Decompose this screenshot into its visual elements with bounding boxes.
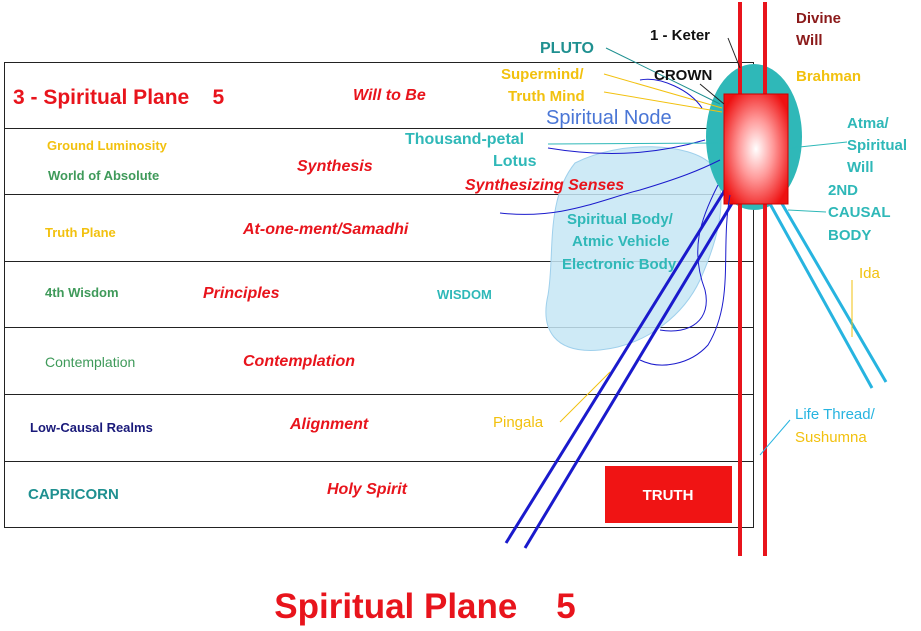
atma-label: Atma/ bbox=[847, 115, 890, 132]
row-3-center: At-one-ment/Samadhi bbox=[242, 221, 409, 238]
spiritual-label: Spiritual bbox=[847, 137, 907, 154]
row-3-left: Truth Plane bbox=[45, 225, 116, 240]
lotus-label: Lotus bbox=[493, 153, 537, 170]
keter-label: 1 - Keter bbox=[650, 27, 710, 44]
cyan-channel-line bbox=[779, 201, 888, 383]
pingala-label: Pingala bbox=[493, 414, 544, 431]
row-6-left: Low-Causal Realms bbox=[30, 420, 153, 435]
row-4-center: Principles bbox=[203, 285, 280, 302]
page-title: Spiritual Plane 5 bbox=[274, 587, 575, 626]
spiritual-body-label: Spiritual Body/ bbox=[567, 211, 674, 228]
pingala-leader bbox=[559, 371, 611, 423]
truth-badge bbox=[605, 466, 732, 523]
truth-mind-leader bbox=[603, 91, 723, 113]
synthesizing-senses-label: Synthesizing Senses bbox=[465, 177, 624, 194]
synthesizing-leader bbox=[499, 159, 721, 215]
row-2-center: Synthesis bbox=[297, 158, 373, 175]
atma-will-label: Will bbox=[847, 159, 874, 176]
supermind-label: Supermind/ bbox=[501, 66, 584, 83]
pluto-label: PLUTO bbox=[540, 40, 594, 57]
truth-badge-label: TRUTH bbox=[643, 487, 694, 504]
spiritual-body-shape bbox=[545, 146, 722, 351]
row-5-center: Contemplation bbox=[243, 353, 355, 370]
life-thread-leader bbox=[759, 419, 791, 456]
pluto-leader bbox=[605, 47, 721, 105]
life-thread-label: Life Thread/ bbox=[795, 406, 876, 423]
ida-label: Ida bbox=[859, 265, 881, 282]
row-7-left: CAPRICORN bbox=[28, 486, 119, 503]
blue-channel-line bbox=[504, 189, 727, 544]
row-2-left: Ground Luminosity bbox=[47, 138, 168, 153]
atmic-vehicle-label: Atmic Vehicle bbox=[572, 233, 670, 250]
electronic-body-label: Electronic Body bbox=[562, 256, 677, 273]
thousand-petal-label: Thousand-petal bbox=[405, 131, 524, 148]
leader-lines bbox=[499, 37, 853, 456]
row-4-left: 4th Wisdom bbox=[45, 285, 119, 300]
causal-leader bbox=[787, 209, 827, 213]
truth-mind-label: Truth Mind bbox=[508, 88, 585, 105]
cyan-channel-line bbox=[767, 201, 874, 389]
crown-leader bbox=[699, 83, 725, 105]
causal-label: CAUSAL bbox=[828, 204, 891, 221]
row-1-left: 3 - Spiritual Plane 5 bbox=[13, 86, 225, 109]
supermind-leader bbox=[603, 73, 723, 109]
channels bbox=[504, 2, 888, 556]
lotus-leader bbox=[547, 142, 721, 145]
body-label: BODY bbox=[828, 227, 871, 244]
will-label: Will bbox=[796, 32, 823, 49]
keter-leader bbox=[727, 37, 741, 69]
row-5-left: Contemplation bbox=[45, 354, 135, 370]
spiritual-body-curve bbox=[659, 184, 719, 332]
row-6-center: Alignment bbox=[289, 416, 369, 433]
second-label: 2ND bbox=[828, 182, 858, 199]
crown-box bbox=[723, 93, 789, 205]
atma-leader bbox=[789, 141, 848, 149]
body-blob-curve bbox=[639, 194, 731, 366]
row-4-right: WISDOM bbox=[437, 287, 492, 302]
sushumna-label: Sushumna bbox=[795, 429, 867, 446]
brahman-label: Brahman bbox=[796, 68, 861, 85]
row-7-center: Holy Spirit bbox=[327, 481, 408, 498]
blue-channel-line bbox=[523, 194, 739, 549]
spiritual-node-label: Spiritual Node bbox=[546, 107, 672, 129]
row-2-left-second: World of Absolute bbox=[48, 168, 159, 183]
plane-table-border bbox=[4, 62, 754, 528]
divine-label: Divine bbox=[796, 10, 841, 27]
crown-label: CROWN bbox=[654, 67, 712, 84]
spiritual-node-leader bbox=[639, 78, 703, 109]
row-1-center: Will to Be bbox=[353, 87, 426, 104]
